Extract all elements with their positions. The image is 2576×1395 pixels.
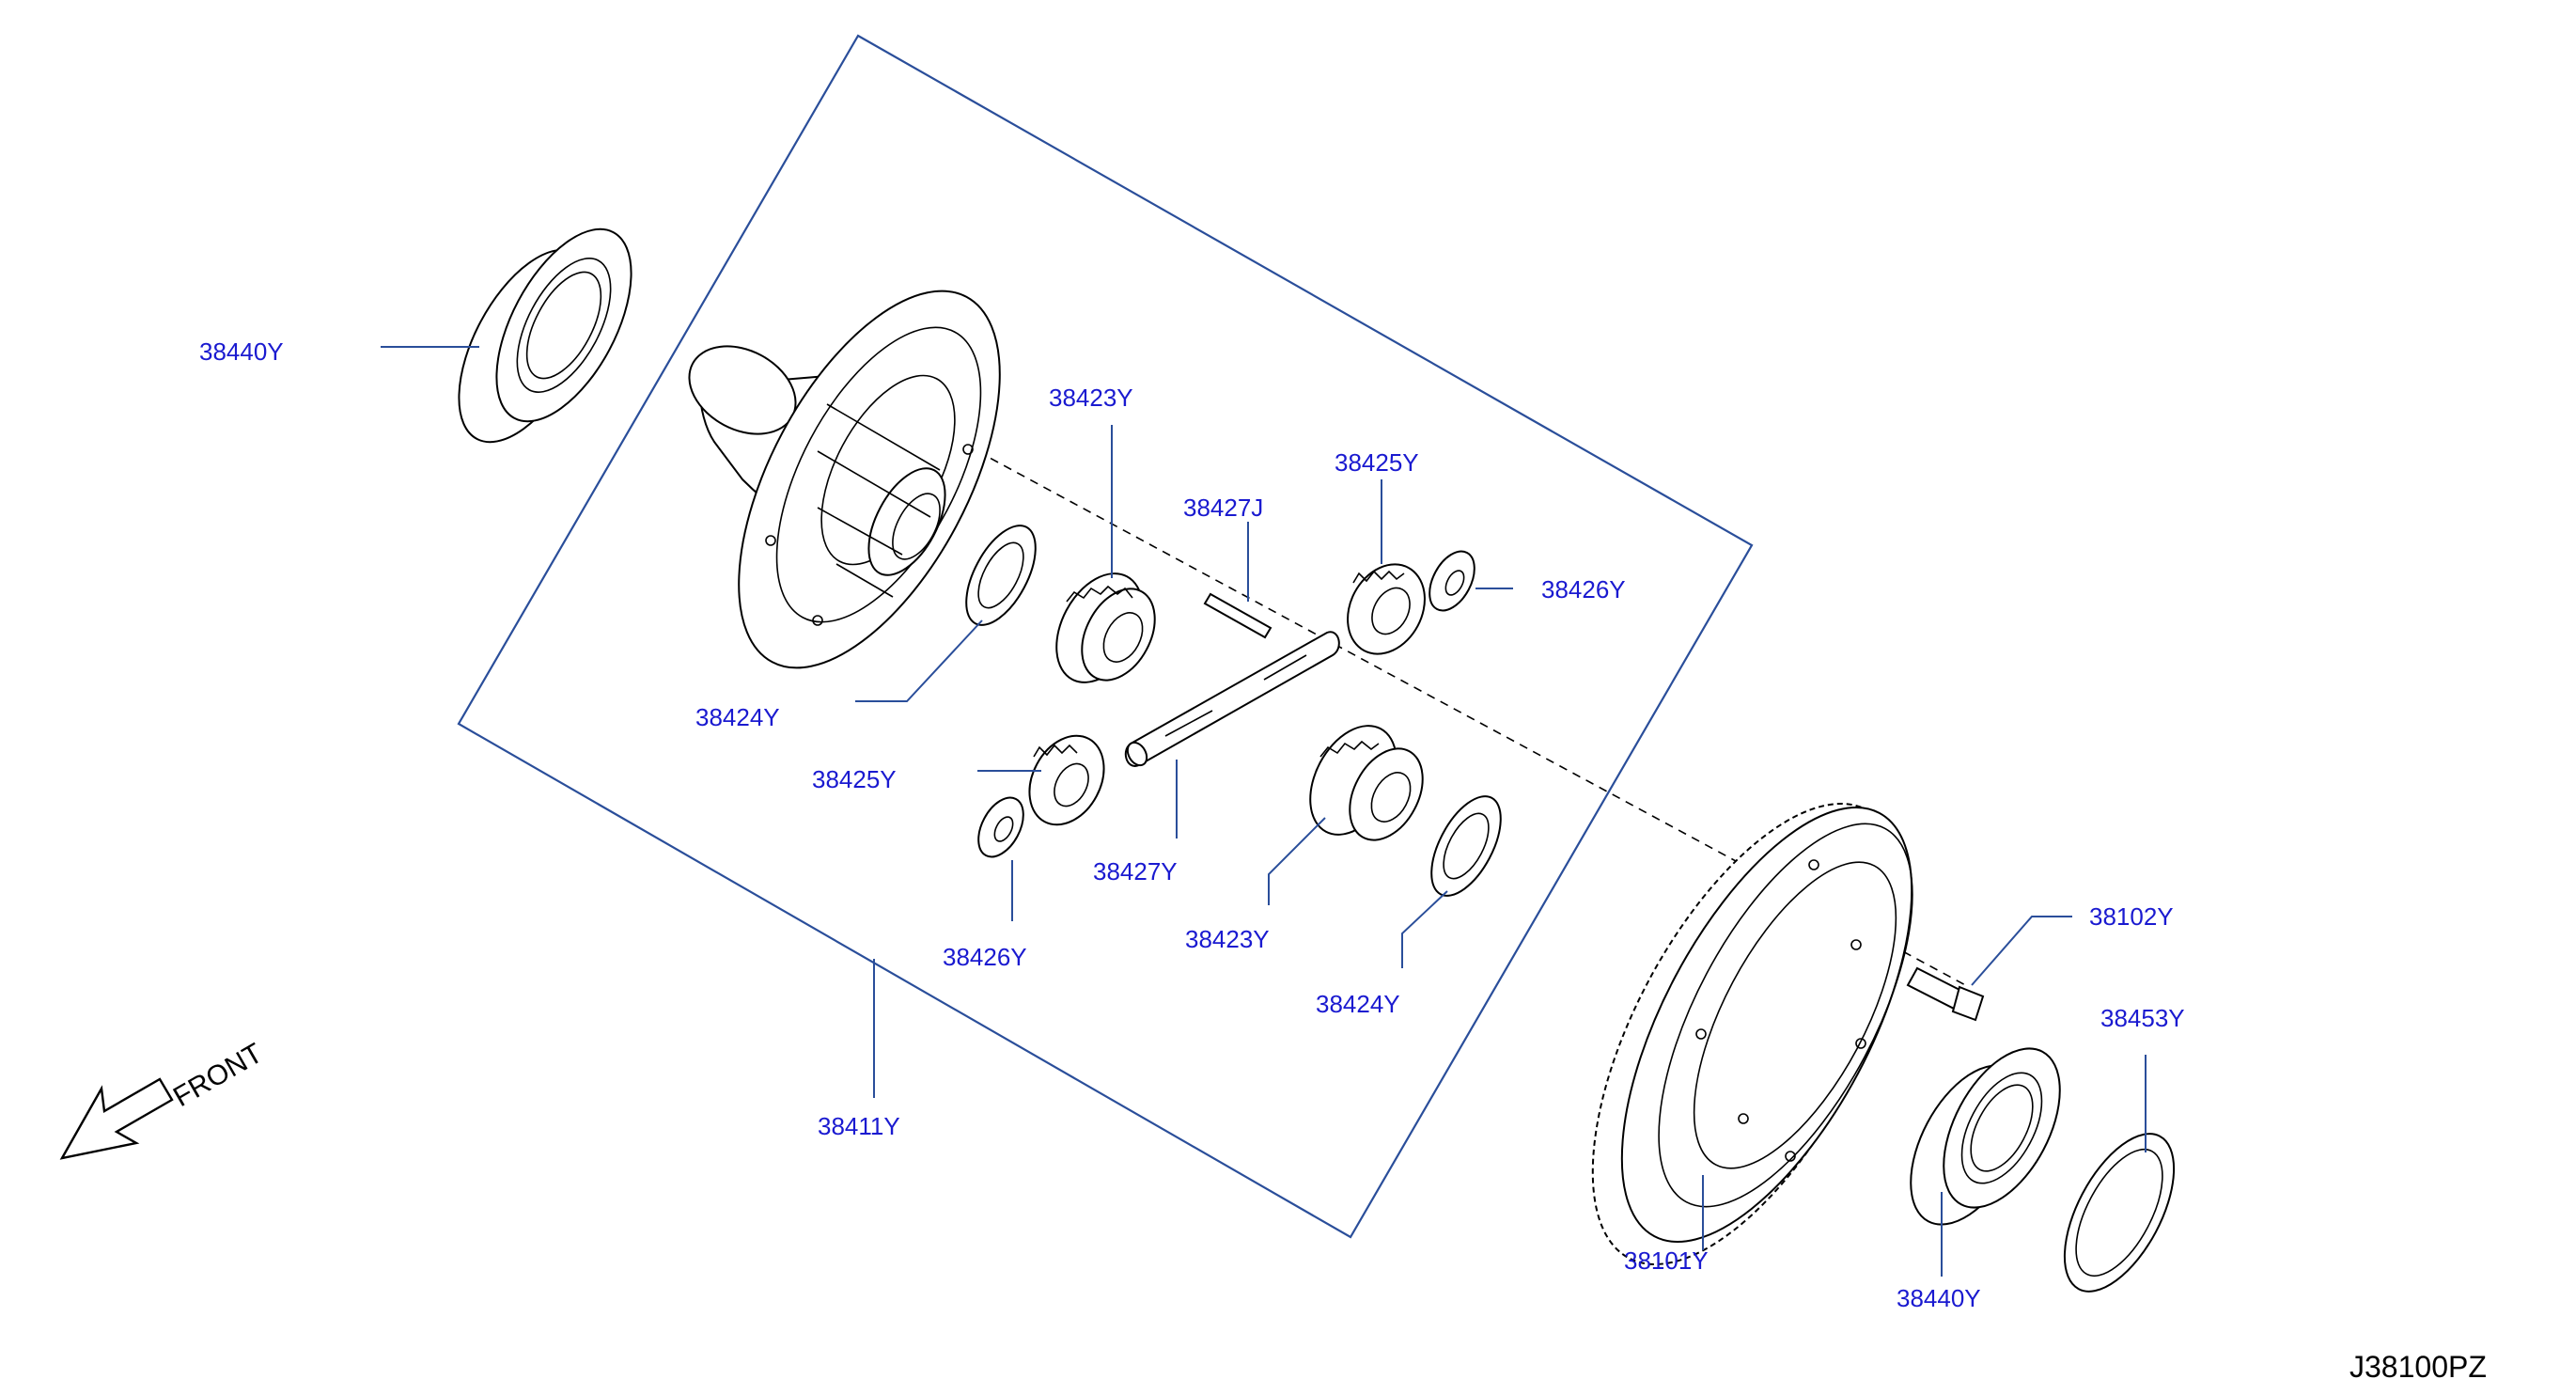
differential-case xyxy=(688,290,1001,669)
pinion-washer-top xyxy=(1429,550,1475,612)
front-arrow-icon xyxy=(59,1077,174,1160)
label-side-washer-bottom: 38424Y xyxy=(1316,990,1400,1018)
leader-side-gear-bottom xyxy=(1268,817,1326,905)
front-label: FRONT xyxy=(168,1038,268,1113)
leader-side-washer-bottom xyxy=(1401,890,1448,968)
bearing-left xyxy=(458,227,632,444)
leader-bolt xyxy=(1971,916,2072,986)
label-pin: 38427J xyxy=(1183,494,1263,522)
label-bolt: 38102Y xyxy=(2089,902,2174,931)
label-side-gear-top: 38423Y xyxy=(1049,384,1133,412)
leader-side-washer-top xyxy=(855,619,983,702)
label-final-gear: 38101Y xyxy=(1624,1246,1709,1275)
label-pinion-top: 38425Y xyxy=(1335,448,1419,477)
diagram-code: J38100PZ xyxy=(2350,1350,2487,1384)
label-case: 38411Y xyxy=(818,1112,900,1140)
side-washer-top xyxy=(965,525,1037,626)
label-shim: 38453Y xyxy=(2100,1004,2185,1032)
shim xyxy=(2063,1133,2176,1293)
pin xyxy=(1203,592,1272,639)
pinion-top xyxy=(1347,563,1426,655)
assembly-outline xyxy=(457,34,1754,1239)
label-pinion-washer-bottom: 38426Y xyxy=(943,943,1027,971)
label-bearing-right: 38440Y xyxy=(1897,1284,1981,1312)
label-side-gear-bottom: 38423Y xyxy=(1185,925,1270,953)
label-bearing-left: 38440Y xyxy=(199,337,284,366)
pinion-left xyxy=(1028,734,1105,826)
bolt xyxy=(1906,966,1985,1022)
pinion-washer-bottom xyxy=(977,796,1024,858)
label-side-washer-top: 38424Y xyxy=(695,703,780,731)
final-drive-gear xyxy=(1591,803,1913,1265)
label-pinion-left: 38425Y xyxy=(812,765,897,793)
pinion-shaft xyxy=(1124,631,1340,767)
label-pinion-shaft: 38427Y xyxy=(1093,857,1178,886)
side-gear-bottom xyxy=(1309,725,1424,841)
label-pinion-washer-top: 38426Y xyxy=(1541,575,1626,603)
side-gear-top xyxy=(1055,572,1156,683)
bearing-right xyxy=(1910,1047,2061,1226)
side-washer-bottom xyxy=(1430,795,1502,897)
